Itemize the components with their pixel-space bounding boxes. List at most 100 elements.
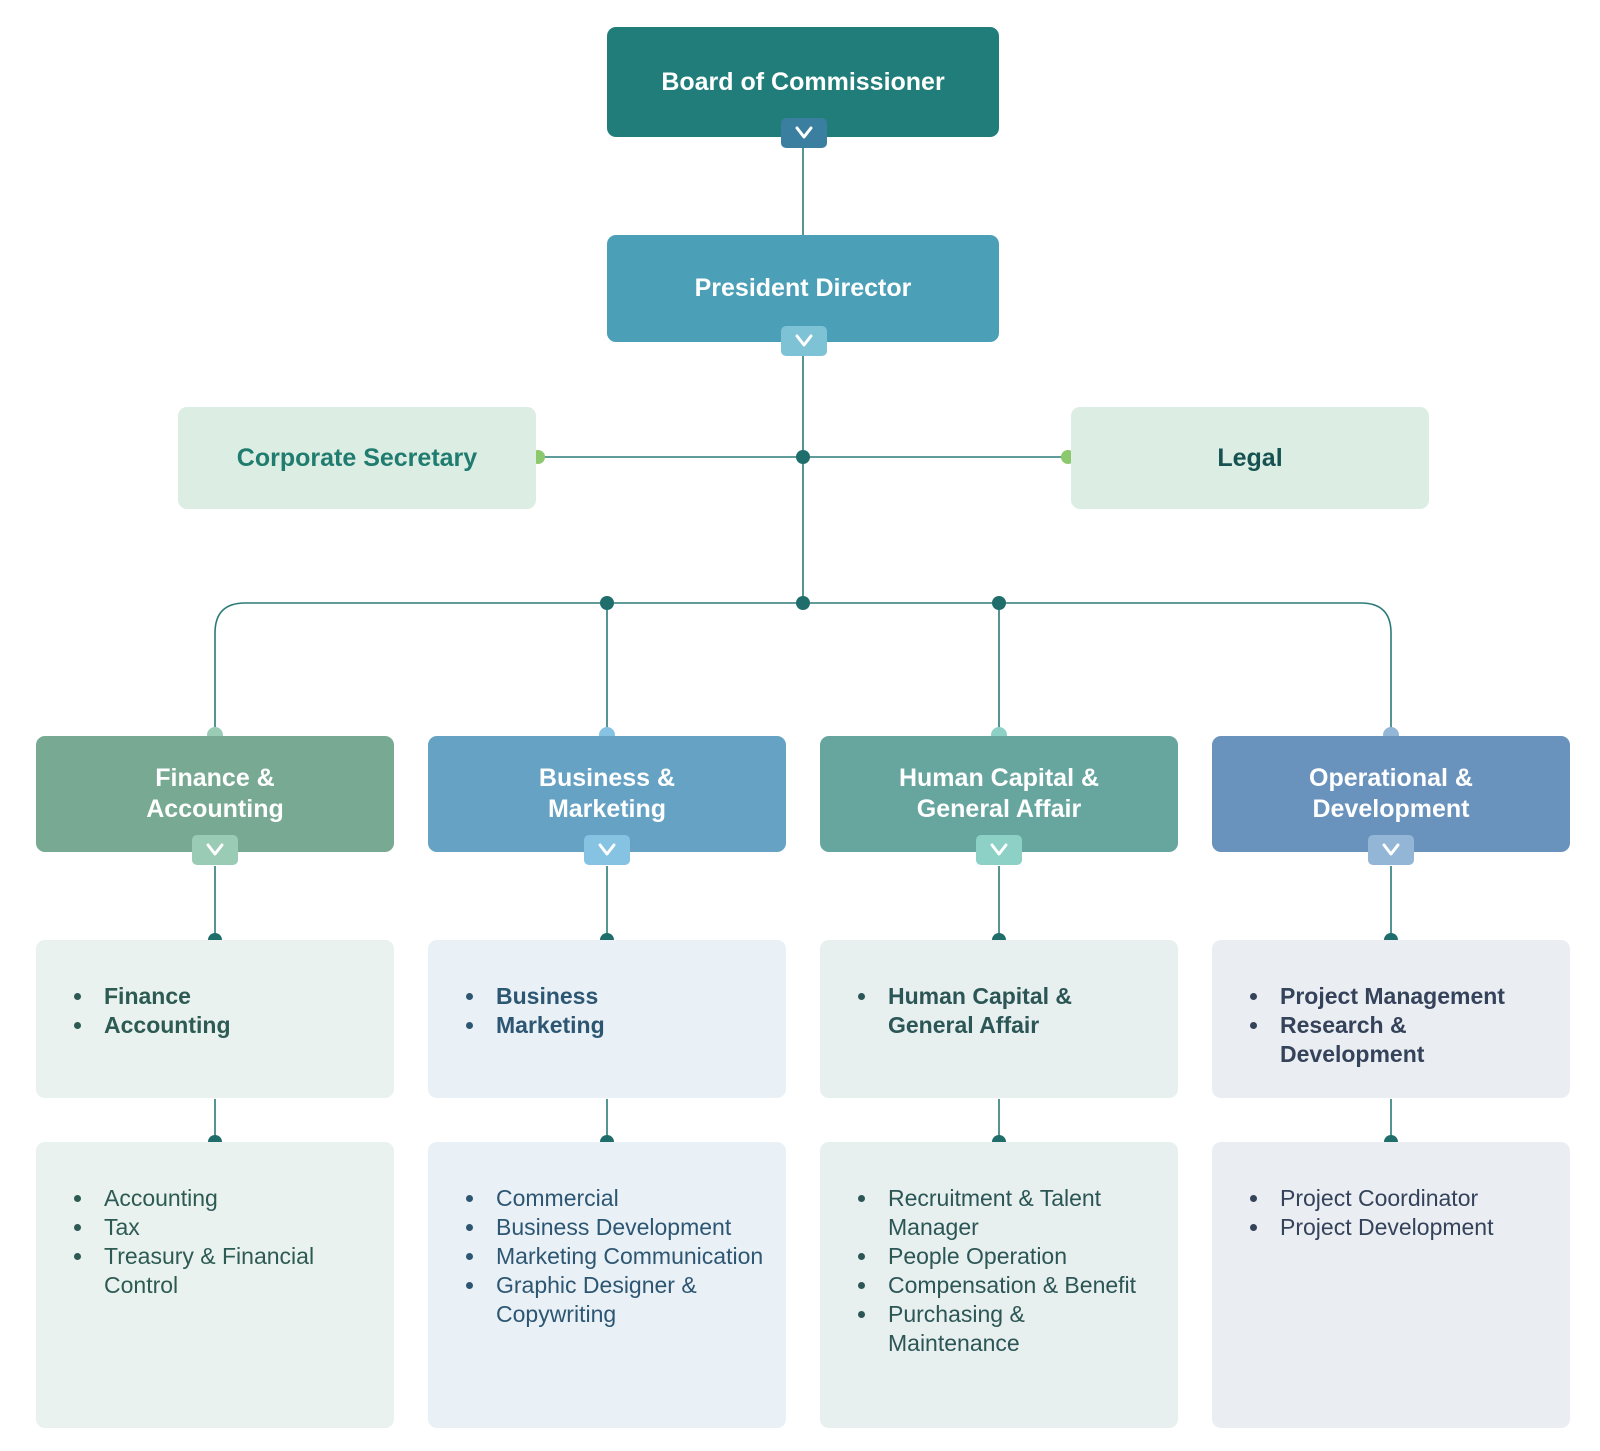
list-item-text: Finance [104, 983, 191, 1009]
list-item-text: Purchasing & Maintenance [888, 1301, 1025, 1356]
chevron-down-icon [795, 334, 813, 347]
connector-dot [600, 596, 614, 610]
bullet-icon [466, 1224, 473, 1231]
list-item: Human Capital & General Affair [858, 982, 1158, 1040]
list-item-text: Tax [104, 1214, 140, 1240]
bullet-icon [1250, 1195, 1257, 1202]
list-item: Business Development [466, 1213, 766, 1242]
department-expand-toggle[interactable] [1368, 835, 1414, 865]
bullet-icon [858, 1195, 865, 1202]
board-expand-toggle[interactable] [781, 118, 827, 148]
connector-dot [992, 596, 1006, 610]
list-item: Accounting [74, 1011, 374, 1040]
bullet-icon [858, 1282, 865, 1289]
bullet-icon [1250, 993, 1257, 1000]
list-item-text: Treasury & Financial Control [104, 1243, 315, 1298]
bullet-icon [1250, 1022, 1257, 1029]
connector-line [214, 602, 1392, 736]
list-item-text: People Operation [888, 1243, 1068, 1269]
department-label: Business & Marketing [538, 764, 676, 823]
department-units-panel-list: Human Capital & General Affair [858, 982, 1158, 1040]
list-item-text: Graphic Designer & Copywriting [496, 1272, 697, 1327]
list-item: Recruitment & Talent Manager [858, 1184, 1158, 1242]
department-node[interactable]: Human Capital & General Affair [820, 736, 1178, 852]
bullet-icon [74, 1022, 81, 1029]
list-item: Marketing Communication [466, 1242, 766, 1271]
list-item: Finance [74, 982, 374, 1011]
bullet-icon [858, 1311, 865, 1318]
bullet-icon [74, 1253, 81, 1260]
corporate-secretary-node[interactable]: Corporate Secretary [178, 407, 536, 509]
list-item-text: Human Capital & General Affair [888, 983, 1073, 1038]
bullet-icon [858, 993, 865, 1000]
list-item-text: Compensation & Benefit [888, 1272, 1137, 1298]
president-expand-toggle[interactable] [781, 326, 827, 356]
connector-dot [796, 596, 810, 610]
list-item: Marketing [466, 1011, 766, 1040]
list-item-text: Commercial [496, 1185, 619, 1211]
list-item: Purchasing & Maintenance [858, 1300, 1158, 1358]
chevron-down-icon [990, 843, 1008, 856]
chevron-down-icon [1382, 843, 1400, 856]
board-of-commissioner-label: Board of Commissioner [661, 67, 945, 96]
connector-dot [796, 450, 810, 464]
bullet-icon [858, 1253, 865, 1260]
list-item-text: Business Development [496, 1214, 732, 1240]
legal-node[interactable]: Legal [1071, 407, 1429, 509]
list-item-text: Marketing Communication [496, 1243, 764, 1269]
list-item-text: Marketing [496, 1012, 605, 1038]
bullet-icon [466, 1253, 473, 1260]
chevron-down-icon [795, 126, 813, 139]
legal-label: Legal [1217, 443, 1283, 472]
list-item: Tax [74, 1213, 374, 1242]
list-item-text: Business [496, 983, 599, 1009]
department-units-panel: Human Capital & General Affair [820, 940, 1178, 1098]
department-expand-toggle[interactable] [192, 835, 238, 865]
list-item-text: Project Development [1280, 1214, 1494, 1240]
list-item-text: Accounting [104, 1012, 231, 1038]
list-item: Commercial [466, 1184, 766, 1213]
department-node[interactable]: Finance & Accounting [36, 736, 394, 852]
bullet-icon [466, 993, 473, 1000]
chevron-down-icon [206, 843, 224, 856]
list-item-text: Research & Development [1280, 1012, 1425, 1067]
department-label: Human Capital & General Affair [898, 764, 1100, 823]
department-node[interactable]: Operational & Development [1212, 736, 1570, 852]
list-item: Research & Development [1250, 1011, 1550, 1069]
department-expand-toggle[interactable] [584, 835, 630, 865]
list-item: Project Development [1250, 1213, 1550, 1242]
department-expand-toggle[interactable] [976, 835, 1022, 865]
department-label: Finance & Accounting [146, 764, 284, 823]
president-director-node[interactable]: President Director [607, 235, 999, 342]
list-item: Compensation & Benefit [858, 1271, 1158, 1300]
list-item: Accounting [74, 1184, 374, 1213]
list-item: People Operation [858, 1242, 1158, 1271]
department-node[interactable]: Business & Marketing [428, 736, 786, 852]
bullet-icon [74, 1224, 81, 1231]
bullet-icon [466, 1195, 473, 1202]
department-label: Operational & Development [1309, 764, 1473, 823]
bullet-icon [466, 1282, 473, 1289]
list-item: Treasury & Financial Control [74, 1242, 374, 1300]
bullet-icon [1250, 1224, 1257, 1231]
president-director-label: President Director [694, 274, 912, 302]
list-item: Project Coordinator [1250, 1184, 1550, 1213]
bullet-icon [74, 993, 81, 1000]
list-item-text: Accounting [104, 1185, 218, 1211]
list-item-text: Project Management [1280, 983, 1505, 1009]
list-item-text: Recruitment & Talent Manager [888, 1185, 1102, 1240]
list-item: Project Management [1250, 982, 1550, 1011]
corporate-secretary-label: Corporate Secretary [236, 443, 478, 472]
